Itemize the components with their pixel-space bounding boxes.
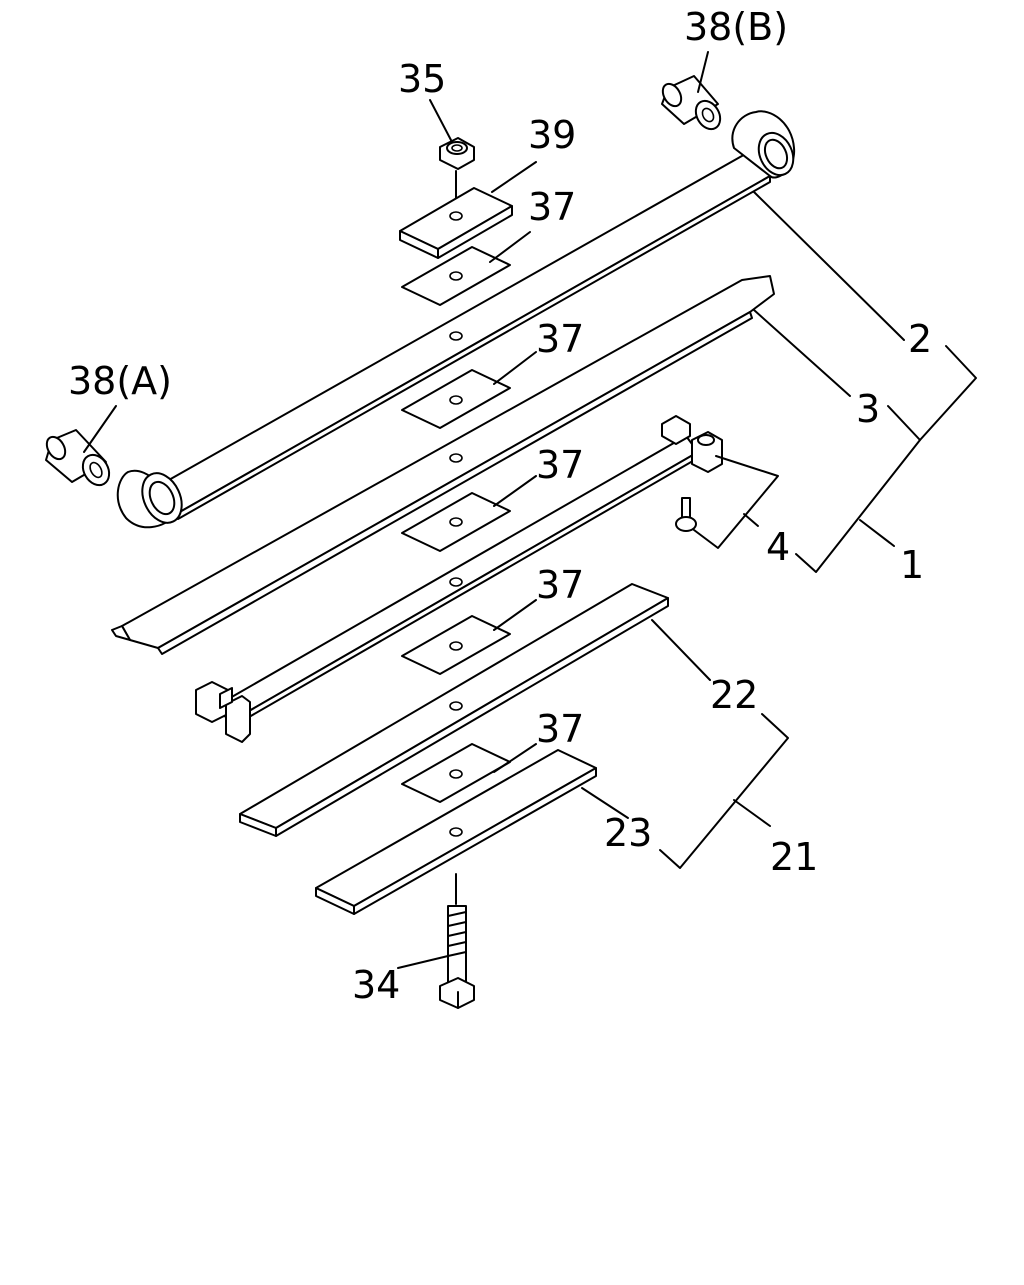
- label-4: 4: [766, 525, 790, 569]
- label-22: 22: [710, 673, 758, 717]
- callout-labels: 38(B) 35 39 37 38(A) 2 37 3 37 4 1 37 22…: [68, 5, 932, 1007]
- pad-37-d[interactable]: [401, 615, 511, 675]
- plate-39[interactable]: [399, 187, 513, 259]
- label-39: 39: [528, 113, 576, 157]
- leaf-3[interactable]: [111, 275, 775, 655]
- bushing-38b[interactable]: [659, 75, 725, 133]
- screw-4[interactable]: [675, 497, 697, 532]
- leaf-23[interactable]: [315, 749, 597, 915]
- label-23: 23: [604, 811, 652, 855]
- label-38a: 38(A): [68, 359, 172, 403]
- pad-37-a[interactable]: [401, 246, 511, 306]
- label-35: 35: [398, 57, 446, 101]
- label-3: 3: [856, 387, 880, 431]
- leader-lines: [83, 51, 977, 969]
- pad-37-b[interactable]: [401, 369, 511, 429]
- label-37-d: 37: [536, 563, 584, 607]
- label-1: 1: [900, 543, 924, 587]
- label-38b: 38(B): [684, 5, 788, 49]
- nut-35[interactable]: [439, 137, 475, 211]
- label-37-a: 37: [528, 185, 576, 229]
- label-37-b: 37: [536, 317, 584, 361]
- leaf-2[interactable]: [116, 110, 800, 529]
- label-21: 21: [770, 835, 818, 879]
- label-37-c: 37: [536, 443, 584, 487]
- leaf-22[interactable]: [239, 583, 669, 837]
- label-37-e: 37: [536, 707, 584, 751]
- leaf-4[interactable]: [195, 415, 723, 743]
- label-34: 34: [352, 963, 400, 1007]
- bolt-34[interactable]: [439, 873, 475, 1009]
- label-2: 2: [908, 317, 932, 361]
- bushing-38a[interactable]: [43, 429, 114, 490]
- pad-37-c[interactable]: [401, 492, 511, 552]
